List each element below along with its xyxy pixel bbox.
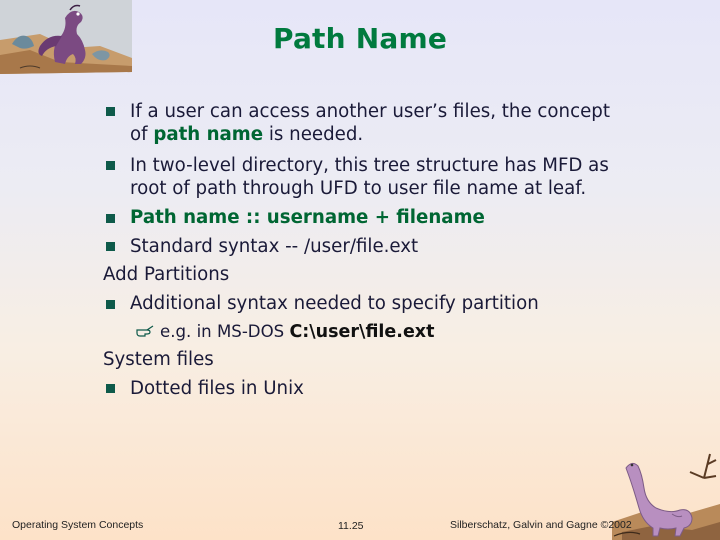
bullet-1-line-2-pre: of [130,124,154,145]
bullet-5: Additional syntax needed to specify part… [130,293,539,314]
path-name-term: path name [153,124,264,145]
sub-bullet-1: e.g. in MS-DOS C:\user\file.ext [160,322,434,342]
pointing-hand-icon [136,325,154,337]
bullet-4: Standard syntax -- /user/file.ext [130,236,419,257]
bullet-2-line-1: In two-level directory, this tree struct… [130,155,609,176]
sub-bullet-1-pre: e.g. in MS-DOS [160,322,290,341]
heading-system-files: System files [103,349,214,370]
bullet-1-line-1: If a user can access another user’s file… [130,101,610,122]
footer-course-title: Operating System Concepts [12,519,144,531]
square-bullet-icon [106,107,115,116]
footer-authors: Silberschatz, Galvin and Gagne ©2002 [450,519,632,531]
bullet-1-line-2-post: is needed. [263,124,364,145]
bullet-1-line-2: of path name is needed. [130,124,363,145]
ms-dos-path-example: C:\user\file.ext [289,322,435,342]
square-bullet-icon [106,214,115,223]
dinosaur-decoration-bottom-right-icon [612,453,720,540]
heading-add-partitions: Add Partitions [103,264,230,285]
dinosaur-decoration-top-left-icon [0,0,132,74]
bullet-6: Dotted files in Unix [130,378,304,399]
square-bullet-icon [106,161,115,170]
bullet-3: Path name :: username + filename [130,207,485,228]
square-bullet-icon [106,242,115,251]
square-bullet-icon [106,384,115,393]
footer-slide-number: 11.25 [338,520,364,532]
square-bullet-icon [106,300,115,309]
bullet-2-line-2: root of path through UFD to user file na… [130,178,587,199]
slide-title: Path Name [272,22,448,55]
